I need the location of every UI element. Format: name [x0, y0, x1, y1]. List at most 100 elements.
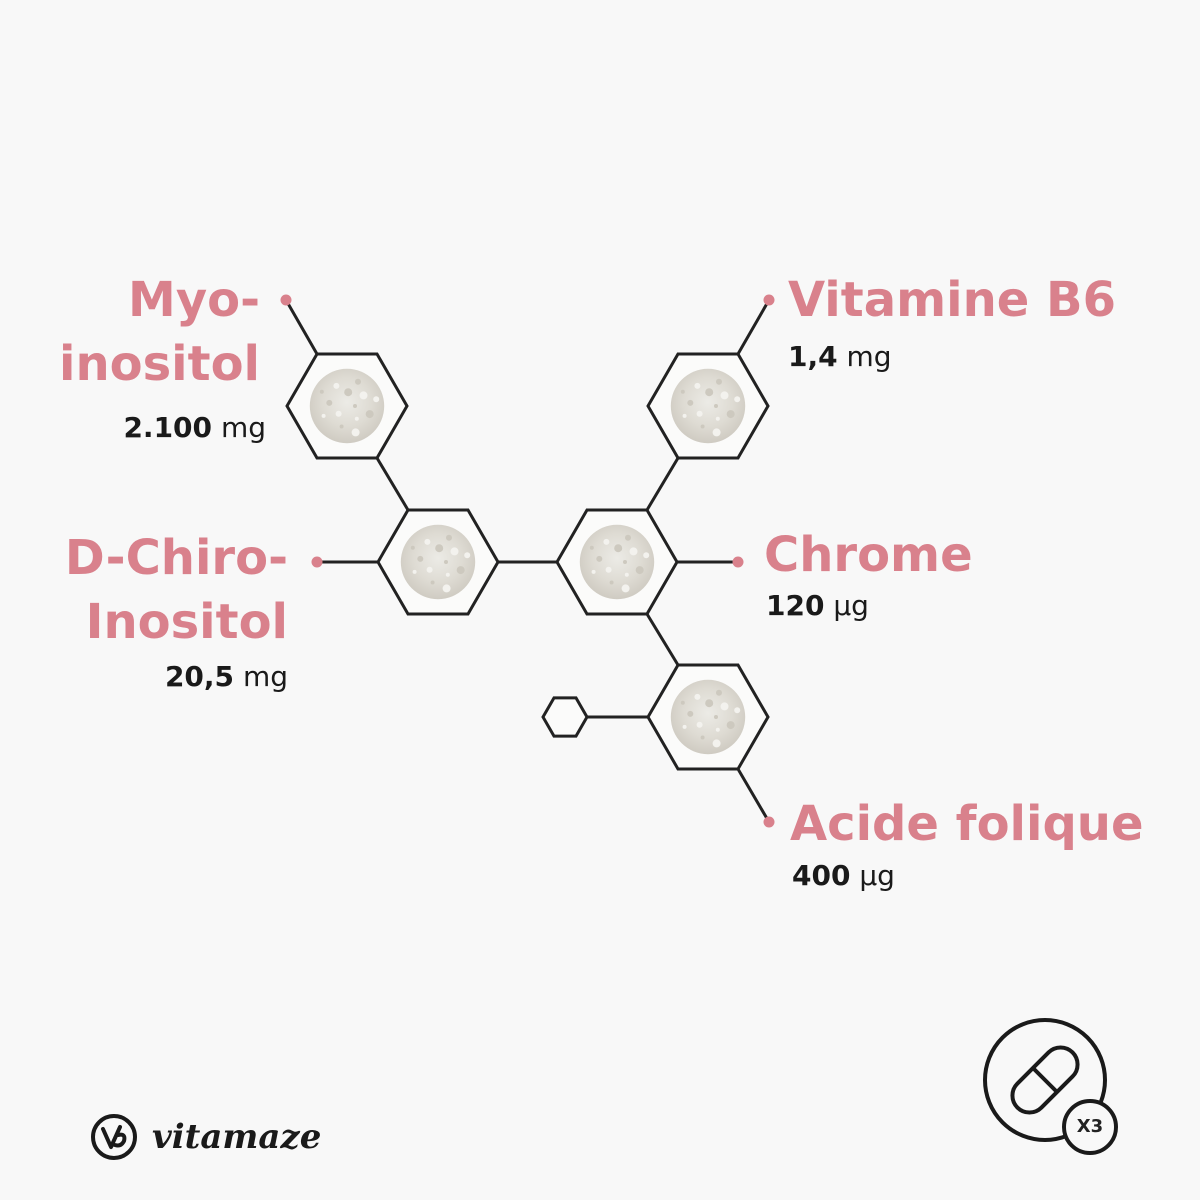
powder-grain	[716, 378, 722, 385]
powder-grain	[726, 721, 735, 730]
powder-grain	[609, 580, 614, 585]
ingredient-dose-chrome: 120 µg	[766, 589, 869, 622]
powder-grain	[353, 404, 357, 408]
powder-grain	[687, 399, 694, 406]
powder-grain	[715, 727, 720, 732]
powder-grain	[705, 699, 714, 708]
ingredient-name-chrome: Chrome	[764, 527, 973, 583]
brand-logo-icon	[91, 1114, 137, 1160]
molecule-hexagons	[285, 352, 770, 771]
powder-grain	[412, 569, 417, 574]
ingredient-name-myo-inositol: Myo- inositol	[59, 272, 260, 392]
bond-line-8	[645, 613, 680, 666]
powder-grain	[365, 410, 374, 419]
powder-grain	[682, 413, 687, 418]
powder-grain	[354, 416, 359, 421]
powder-grain	[720, 702, 729, 711]
powder-grain	[726, 410, 735, 419]
label-dot-1	[280, 294, 292, 306]
ingredient-name-acide-folique: Acide folique	[790, 796, 1144, 852]
powder-grain	[694, 693, 701, 700]
powder-grain	[464, 552, 471, 559]
powder-hexagon-icon	[400, 524, 476, 600]
powder-grain	[359, 391, 368, 400]
powder-grain	[614, 544, 623, 553]
powder-grain	[621, 584, 630, 593]
hexagon-d-chiro-inositol	[376, 508, 500, 616]
powder-grain	[424, 538, 431, 545]
powder-grain	[720, 391, 729, 400]
powder-hexagon-icon	[309, 368, 385, 444]
bond-line-6	[645, 457, 680, 511]
ingredient-dose-d-chiro-inositol: 20,5 mg	[164, 660, 288, 693]
powder-grain	[589, 545, 594, 550]
powder-grain	[339, 424, 344, 429]
powder-grain	[716, 689, 722, 696]
ingredient-dose-vitamine-b6: 1,4 mg	[788, 340, 892, 373]
bond-line-9	[736, 768, 771, 823]
powder-grain	[430, 580, 435, 585]
powder-hexagon-icon	[670, 368, 746, 444]
powder-grain	[321, 413, 326, 418]
hexagon-acide-folique	[646, 663, 770, 771]
hexagon-myo-inositol	[285, 352, 409, 460]
powder-grain	[450, 547, 459, 556]
powder-grain	[603, 538, 610, 545]
brand-name: vitamaze	[152, 1117, 322, 1157]
powder-grain	[625, 534, 631, 541]
bond-line-7	[736, 299, 771, 355]
hexagon-center	[555, 508, 679, 616]
ingredient-name-d-chiro-inositol: D-Chiro- Inositol	[64, 530, 288, 650]
capsule-badge	[983, 1018, 1118, 1155]
powder-grain	[714, 404, 718, 408]
powder-grain	[624, 572, 629, 577]
powder-grain	[445, 572, 450, 577]
label-dots	[280, 294, 775, 828]
powder-grain	[696, 410, 703, 417]
powder-hexagon-icon	[579, 524, 655, 600]
powder-grain	[700, 735, 705, 740]
powder-grain	[326, 399, 333, 406]
powder-grain	[435, 544, 444, 553]
powder-grain	[687, 710, 694, 717]
ingredient-name-vitamine-b6: Vitamine B6	[788, 272, 1116, 328]
powder-hexagon-icon	[670, 679, 746, 755]
powder-grain	[444, 560, 448, 564]
powder-grain	[344, 388, 353, 397]
powder-grain	[319, 389, 324, 394]
powder-grain	[333, 382, 340, 389]
label-dot-2	[311, 556, 323, 568]
molecule-bonds	[284, 299, 771, 823]
label-dot-4	[732, 556, 744, 568]
hexagon-small-outline	[541, 696, 589, 738]
bond-line-2	[375, 457, 410, 511]
powder-grain	[591, 569, 596, 574]
capsule-icon	[1010, 1045, 1080, 1115]
powder-grain	[351, 428, 360, 437]
ingredient-dose-myo-inositol: 2.100 mg	[123, 411, 266, 444]
powder-grain	[734, 707, 741, 714]
powder-grain	[426, 566, 433, 573]
powder-grain	[456, 566, 465, 575]
powder-grain	[442, 584, 451, 593]
powder-grain	[705, 388, 714, 397]
label-dot-5	[763, 816, 775, 828]
bond-line-1	[284, 299, 319, 355]
powder-grain	[712, 739, 721, 748]
dose-count-label: X3	[1076, 1116, 1104, 1137]
powder-grain	[643, 552, 650, 559]
powder-grain	[335, 410, 342, 417]
powder-grain	[680, 389, 685, 394]
label-dot-3	[763, 294, 775, 306]
hexagon-vitamine-b6	[646, 352, 770, 460]
powder-grain	[734, 396, 741, 403]
powder-grain	[446, 534, 452, 541]
powder-grain	[714, 715, 718, 719]
powder-grain	[712, 428, 721, 437]
brand: vitamaze	[90, 1112, 321, 1162]
powder-grain	[629, 547, 638, 556]
powder-grain	[623, 560, 627, 564]
powder-grain	[410, 545, 415, 550]
